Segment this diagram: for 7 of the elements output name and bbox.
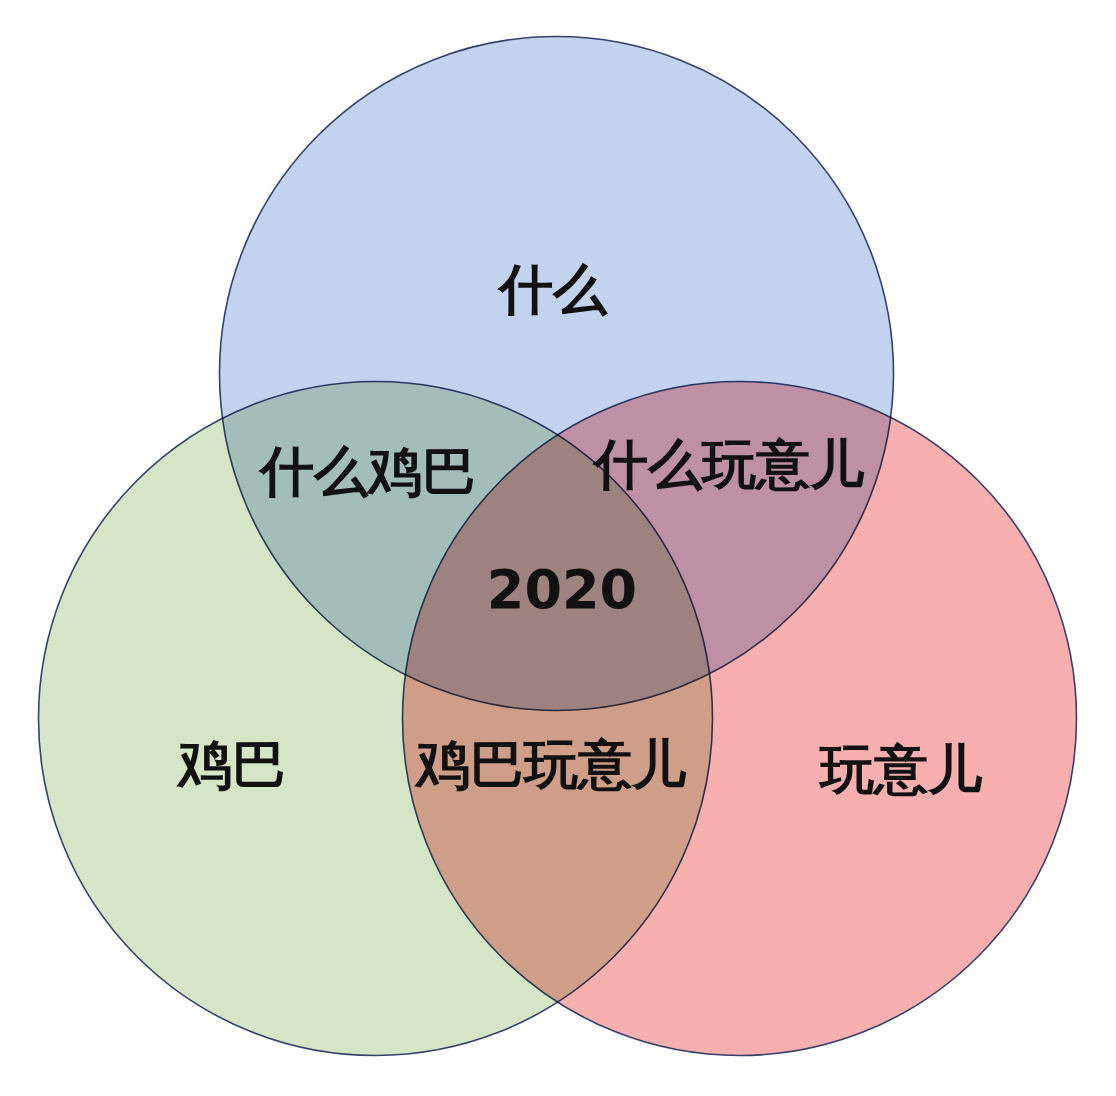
set-label: 鸡巴 [178, 738, 286, 792]
overlap-label: 2020 [486, 563, 638, 617]
set-label: 玩意儿 [820, 743, 982, 797]
overlap-label: 什么玩意儿 [594, 438, 864, 492]
overlap-label: 鸡巴玩意儿 [416, 738, 686, 792]
overlap-label: 什么鸡巴 [260, 445, 476, 499]
set-label: 什么 [499, 263, 607, 317]
